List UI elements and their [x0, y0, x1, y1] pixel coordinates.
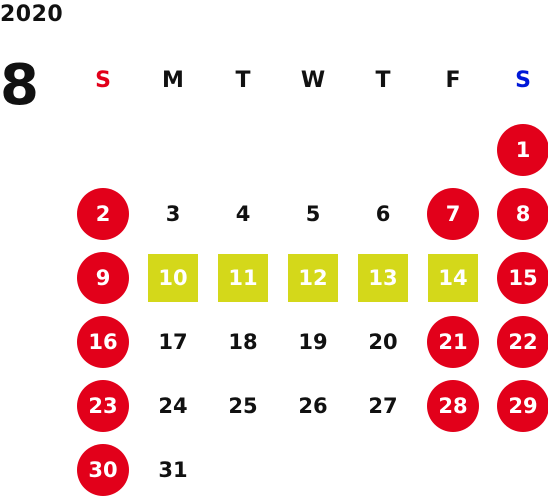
- day-cell[interactable]: 1: [488, 118, 548, 182]
- day-cell[interactable]: 24: [138, 374, 208, 438]
- day-number: 26: [298, 394, 328, 418]
- day-cell[interactable]: 21: [418, 310, 488, 374]
- day-number: 31: [158, 458, 188, 482]
- day-number: 4: [235, 202, 251, 226]
- day-cell[interactable]: 30: [68, 438, 138, 502]
- holiday-day-number: 15: [497, 252, 548, 304]
- day-cell[interactable]: 6: [348, 182, 418, 246]
- day-cell[interactable]: 20: [348, 310, 418, 374]
- day-cell[interactable]: 4: [208, 182, 278, 246]
- day-cell[interactable]: 12: [278, 246, 348, 310]
- holiday-day-number: 28: [427, 380, 479, 432]
- day-cell[interactable]: 2: [68, 182, 138, 246]
- day-cell[interactable]: 31: [138, 438, 208, 502]
- day-number: 17: [158, 330, 188, 354]
- holiday-day-number: 22: [497, 316, 548, 368]
- day-cell[interactable]: 18: [208, 310, 278, 374]
- holiday-day-number: 1: [497, 124, 548, 176]
- weekday-label: M: [162, 68, 184, 93]
- weekday-label: W: [300, 68, 326, 93]
- day-cell[interactable]: 8: [488, 182, 548, 246]
- day-cell[interactable]: 23: [68, 374, 138, 438]
- day-cell[interactable]: 10: [138, 246, 208, 310]
- day-number: 20: [368, 330, 398, 354]
- day-cell[interactable]: 3: [138, 182, 208, 246]
- day-cell[interactable]: 16: [68, 310, 138, 374]
- day-cell[interactable]: 15: [488, 246, 548, 310]
- holiday-day-number: 9: [77, 252, 129, 304]
- holiday-day-number: 30: [77, 444, 129, 496]
- day-cell[interactable]: 29: [488, 374, 548, 438]
- day-number: 24: [158, 394, 188, 418]
- day-number: 6: [375, 202, 391, 226]
- highlighted-day-number: 12: [288, 254, 338, 302]
- day-cell[interactable]: 26: [278, 374, 348, 438]
- day-cell[interactable]: 13: [348, 246, 418, 310]
- day-cell[interactable]: 27: [348, 374, 418, 438]
- weekday-label: F: [445, 68, 461, 93]
- day-cell[interactable]: 25: [208, 374, 278, 438]
- highlighted-day-number: 10: [148, 254, 198, 302]
- day-cell[interactable]: 22: [488, 310, 548, 374]
- day-number: 5: [305, 202, 321, 226]
- highlighted-day-number: 11: [218, 254, 268, 302]
- holiday-day-number: 29: [497, 380, 548, 432]
- day-cell[interactable]: 5: [278, 182, 348, 246]
- holiday-day-number: 8: [497, 188, 548, 240]
- day-cell[interactable]: 7: [418, 182, 488, 246]
- highlighted-day-number: 13: [358, 254, 408, 302]
- holiday-day-number: 16: [77, 316, 129, 368]
- holiday-day-number: 7: [427, 188, 479, 240]
- calendar-year: 2020: [0, 2, 64, 27]
- day-cell[interactable]: 19: [278, 310, 348, 374]
- day-number: 27: [368, 394, 398, 418]
- day-number: 19: [298, 330, 328, 354]
- day-cell[interactable]: 9: [68, 246, 138, 310]
- day-number: 25: [228, 394, 258, 418]
- highlighted-day-number: 14: [428, 254, 478, 302]
- weekday-label: T: [235, 68, 251, 93]
- weekday-label: S: [515, 68, 531, 93]
- weekday-label: S: [95, 68, 111, 93]
- day-cell[interactable]: 11: [208, 246, 278, 310]
- day-cell[interactable]: 28: [418, 374, 488, 438]
- weekday-label: T: [375, 68, 391, 93]
- holiday-day-number: 21: [427, 316, 479, 368]
- holiday-day-number: 2: [77, 188, 129, 240]
- day-cell[interactable]: 17: [138, 310, 208, 374]
- holiday-day-number: 23: [77, 380, 129, 432]
- day-number: 18: [228, 330, 258, 354]
- day-cell[interactable]: 14: [418, 246, 488, 310]
- day-number: 3: [165, 202, 181, 226]
- calendar-month: 8: [0, 53, 39, 118]
